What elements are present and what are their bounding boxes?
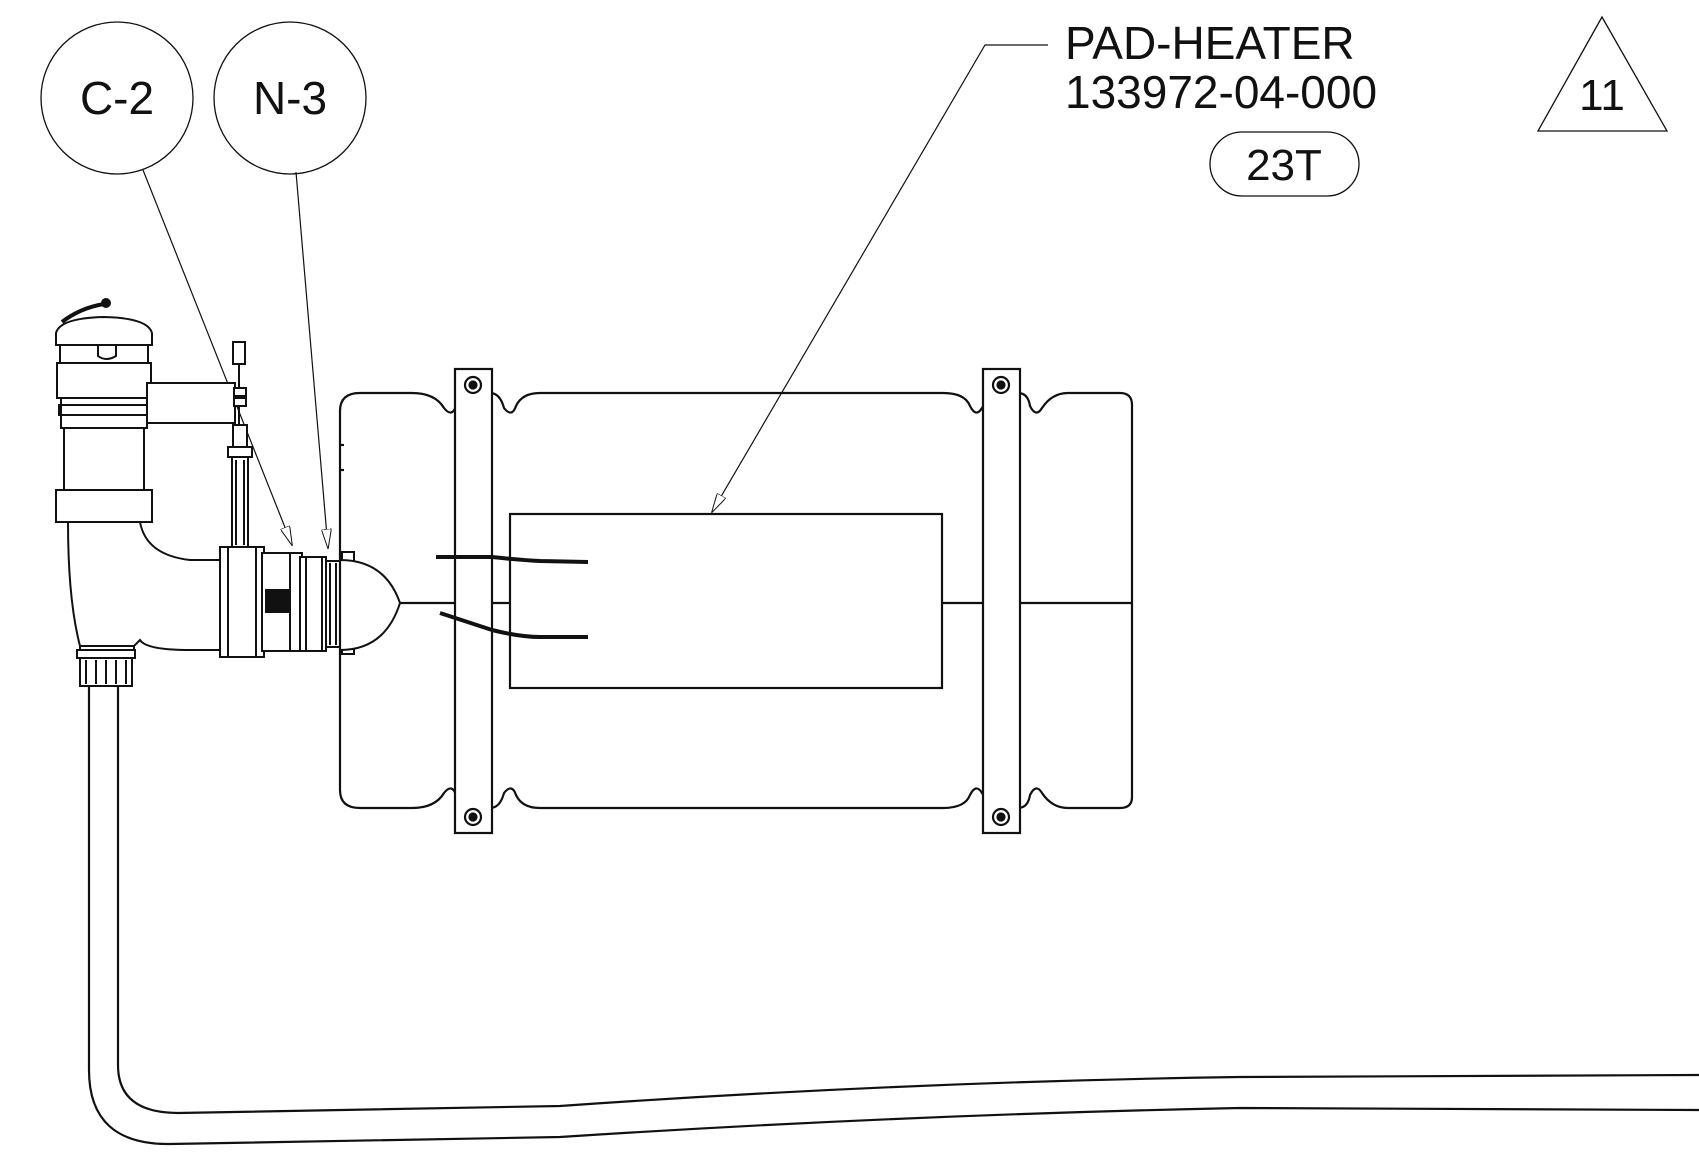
leader-n3 [295,171,328,548]
strap-left [453,367,494,835]
leader-pad-heater [712,44,1048,512]
revision-number: 11 [1579,71,1625,120]
item-tag-label: 23T [1246,141,1322,190]
strap-right [981,367,1022,835]
callout-n3: N-3 [213,21,367,175]
callout-c2-circle [40,21,194,175]
valve-assembly [55,298,236,687]
hose [87,685,1699,1146]
revision-flag: 11 [1536,15,1669,132]
coupling [219,546,402,658]
callout-n3-circle [213,21,367,175]
sensor-probe [227,341,253,548]
part-name: PAD-HEATER [1065,17,1355,69]
callout-c2-label: C-2 [80,72,154,124]
part-label: PAD-HEATER 133972-04-000 [1065,17,1377,118]
item-tag-outline [1209,131,1360,197]
callout-n3-label: N-3 [253,72,327,124]
pad-heater [508,512,944,690]
item-tag: 23T [1209,131,1360,197]
revision-triangle [1536,15,1669,132]
leader-c2 [142,169,292,545]
heater-leads [436,555,589,639]
part-number: 133972-04-000 [1065,66,1377,118]
callout-c2: C-2 [40,21,194,175]
